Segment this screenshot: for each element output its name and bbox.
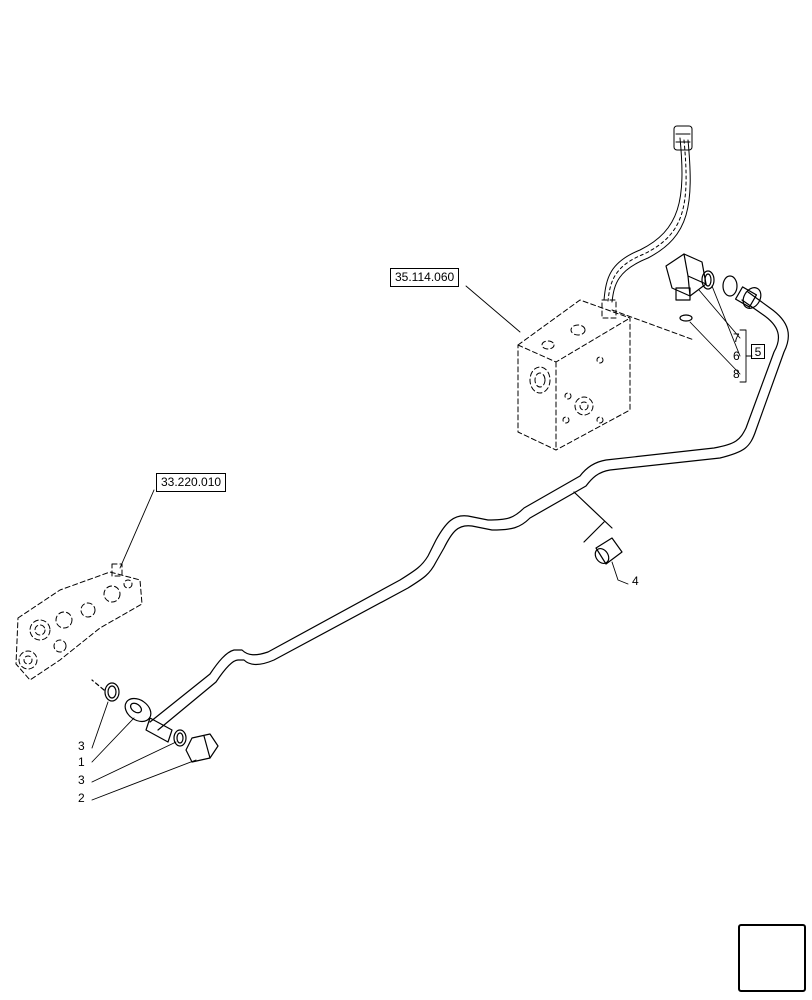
flexible-hose bbox=[603, 125, 693, 303]
pipe-clamp bbox=[573, 491, 623, 565]
pump-reference[interactable]: 33.220.010 bbox=[156, 473, 227, 492]
callout-7: 7 bbox=[733, 331, 740, 345]
valve-block-reference[interactable]: 35.114.060 bbox=[390, 268, 460, 287]
callout-3-lower: 3 bbox=[78, 773, 85, 787]
callout-6: 6 bbox=[733, 349, 740, 363]
banjo-fitting bbox=[91, 679, 219, 763]
valve-block bbox=[517, 299, 695, 451]
elbow-fitting bbox=[665, 253, 738, 322]
callout-3-upper: 3 bbox=[78, 739, 85, 753]
pump-assembly bbox=[15, 563, 143, 681]
callout-1: 1 bbox=[78, 755, 85, 769]
leader-lines bbox=[91, 285, 753, 801]
callout-2: 2 bbox=[78, 791, 85, 805]
rigid-pipe bbox=[149, 286, 789, 731]
next-page-button[interactable] bbox=[738, 924, 806, 992]
callout-8: 8 bbox=[733, 367, 740, 381]
callout-4: 4 bbox=[632, 574, 639, 588]
callout-5: 5 bbox=[751, 344, 765, 359]
